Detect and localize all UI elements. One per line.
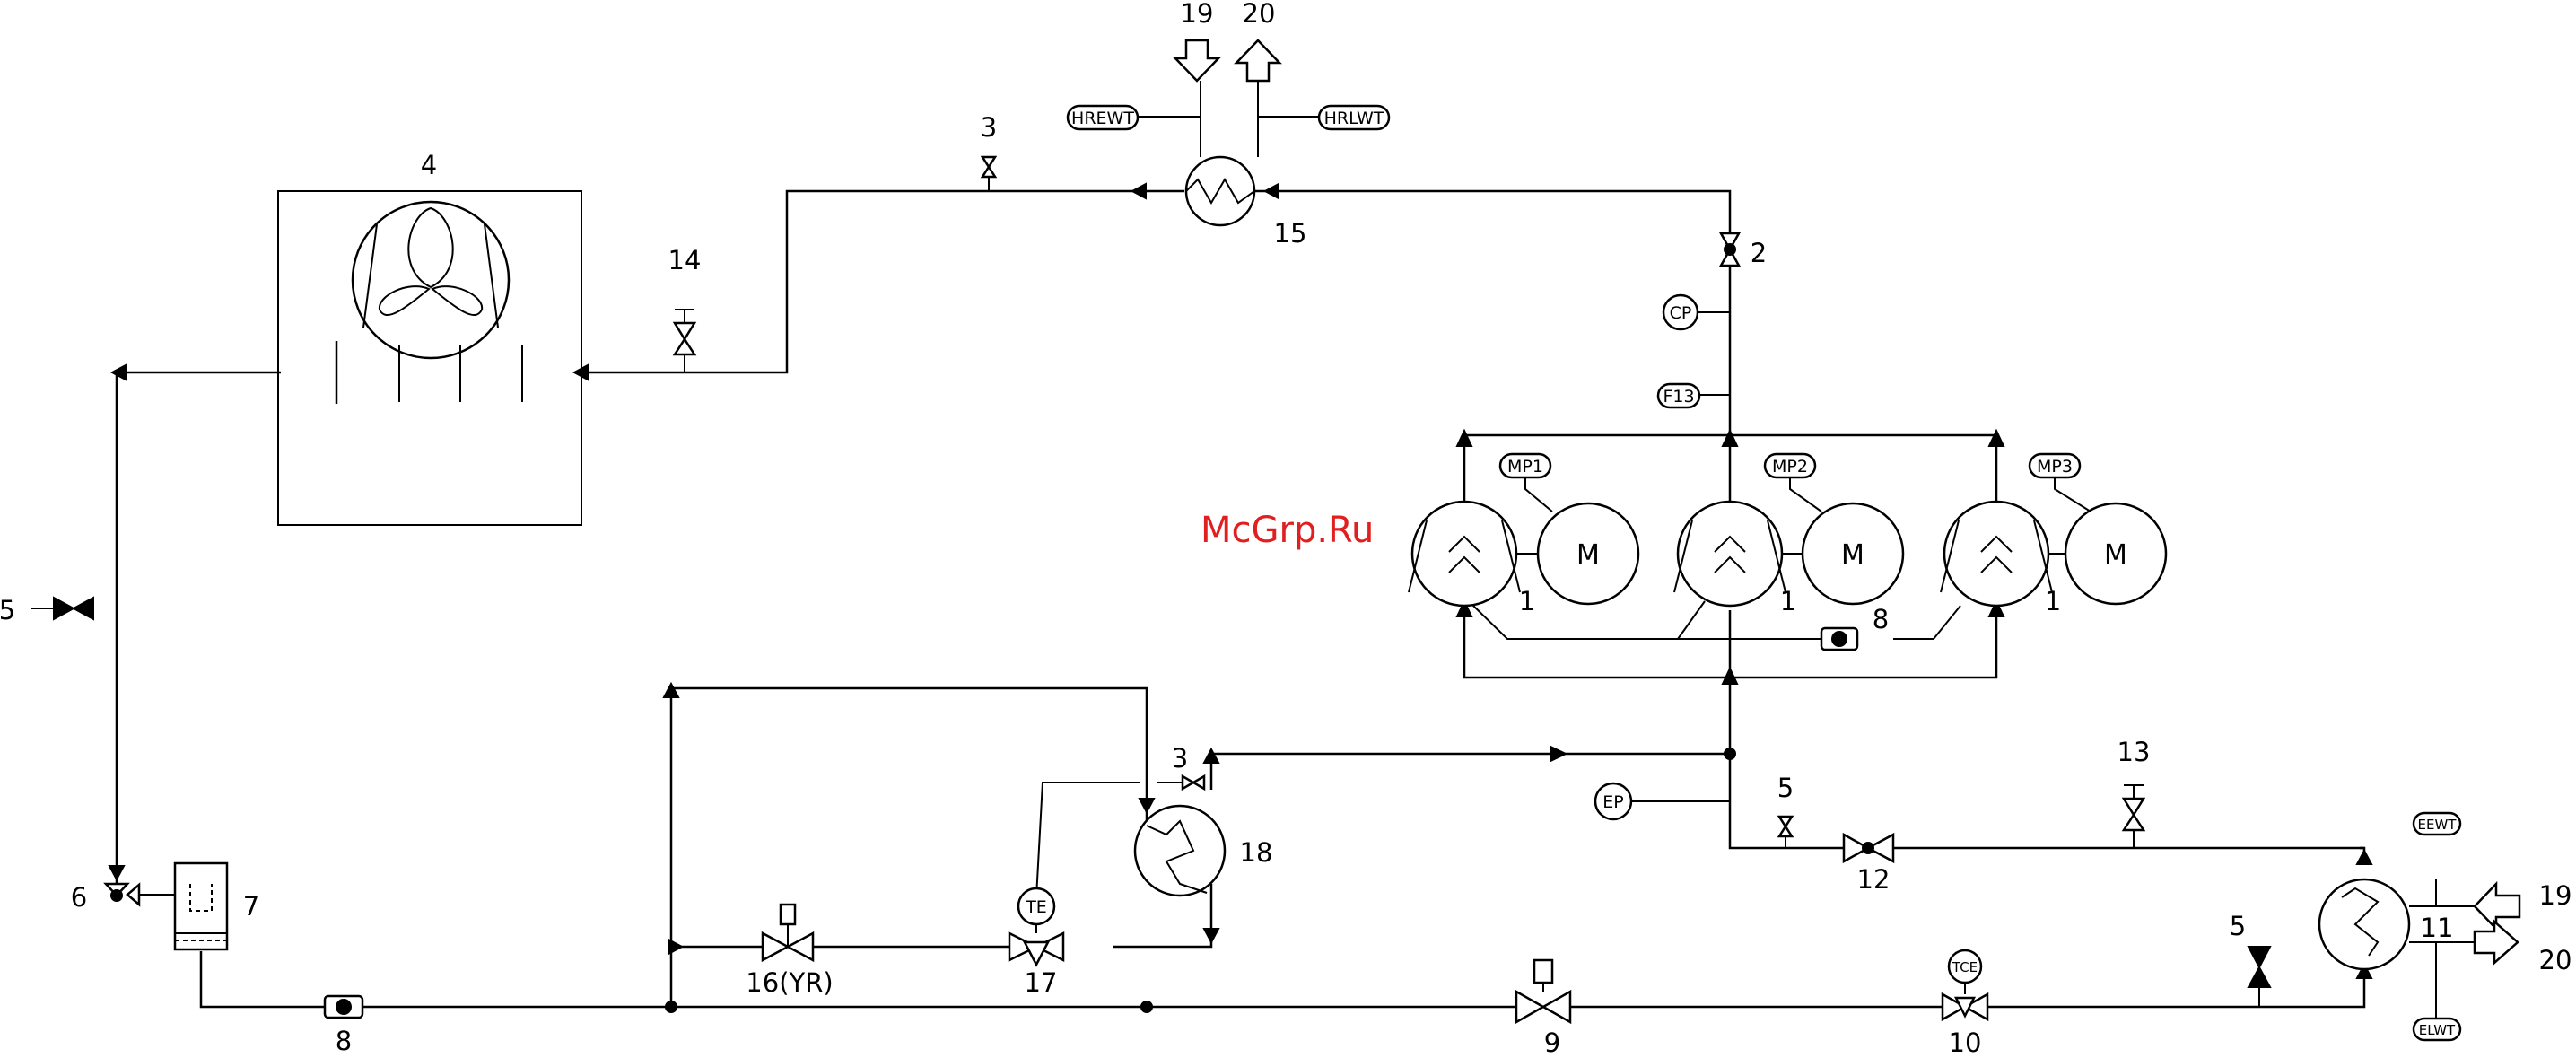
sensor-tag-hrlwt: HRLWT [1319,106,1389,129]
label-11: 11 [2421,913,2454,943]
label-4: 4 [421,150,437,180]
label-19-right: 19 [2539,880,2572,911]
label-12: 12 [1857,864,1891,895]
oil-filter-8 [1821,628,1857,650]
label-6: 6 [71,882,87,913]
valve-14 [675,310,694,372]
svg-text:MP3: MP3 [2037,457,2073,477]
svg-text:MP2: MP2 [1772,457,1808,477]
evaporator-11 [2319,879,2519,1019]
label-2: 2 [1751,238,1767,268]
solenoid-valve-16 [763,905,813,960]
label-9: 9 [1544,1027,1560,1058]
sensor-tag-elwt: ELWT [2414,1019,2460,1040]
compressor-1a [1409,502,1520,606]
label-5-suction: 5 [1777,773,1794,803]
valve-5-suction [1779,817,1792,848]
filter-drier-8 [325,996,362,1018]
receiver-7 [175,863,227,949]
check-valve-5-right [2249,947,2270,1007]
label-14: 14 [668,245,702,275]
svg-text:CP: CP [1670,303,1692,323]
label-13: 13 [2118,737,2151,767]
label-7: 7 [243,891,259,922]
svg-text:HREWT: HREWT [1071,109,1134,128]
sensor-tag-cp: CP [1663,295,1698,329]
sensor-tag-mp3: MP3 [2030,454,2080,477]
label-3-economizer: 3 [1172,743,1188,774]
valve-6 [106,884,175,905]
sensor-tag-f13: F13 [1658,384,1699,407]
sensor-tag-mp2: MP2 [1765,454,1815,477]
sensor-tag-eewt: EEWT [2414,813,2460,835]
solenoid-valve-9 [1516,960,1570,1022]
discharge-valve-2 [1721,233,1739,266]
heat-recovery-exchanger-15 [1138,40,1319,225]
economizer-18 [1135,806,1225,896]
sensor-tag-hrewt: HREWT [1068,106,1138,129]
sensor-tag-ep: EP [1595,783,1631,819]
label-1b: 1 [1780,586,1796,616]
label-3-top: 3 [981,112,997,143]
label-16yr: 16(YR) [746,967,833,998]
label-8-bottom: 8 [336,1026,352,1056]
motor-label-3: M [2104,539,2127,571]
label-5-right: 5 [2230,911,2246,941]
label-18: 18 [1240,837,1273,868]
sensor-tag-te: TE [1025,897,1047,917]
label-15: 15 [1274,218,1307,249]
valve-12 [1844,835,1893,861]
sensor-tag-mp1: MP1 [1500,454,1550,477]
check-valve-5-left [31,598,93,619]
compressor-1c [1941,502,2052,606]
svg-text:HRLWT: HRLWT [1324,109,1384,128]
label-17: 17 [1025,967,1058,998]
label-1a: 1 [1519,586,1535,616]
svg-text:ELWT: ELWT [2419,1022,2456,1038]
label-20-top: 20 [1243,0,1276,29]
label-19-top: 19 [1181,0,1214,29]
label-20-right: 20 [2539,945,2572,975]
condenser-4 [278,191,581,525]
label-1c: 1 [2045,586,2061,616]
valve-13 [2124,785,2144,848]
label-10: 10 [1949,1027,1982,1058]
service-valve-3-economizer [1157,776,1204,789]
motor-label-2: M [1841,539,1864,571]
sensor-tag-tce: TCE [1952,959,1978,975]
svg-text:MP1: MP1 [1507,457,1543,477]
motor-label-1: M [1576,539,1600,571]
label-5-left: 5 [0,595,15,625]
label-8-oil: 8 [1873,604,1889,634]
service-valve-3-top [982,157,995,191]
compressor-1b [1674,502,1786,606]
svg-text:F13: F13 [1663,387,1694,407]
watermark: McGrp.Ru [1201,510,1374,551]
svg-text:EEWT: EEWT [2418,817,2458,833]
svg-text:EP: EP [1602,792,1623,812]
